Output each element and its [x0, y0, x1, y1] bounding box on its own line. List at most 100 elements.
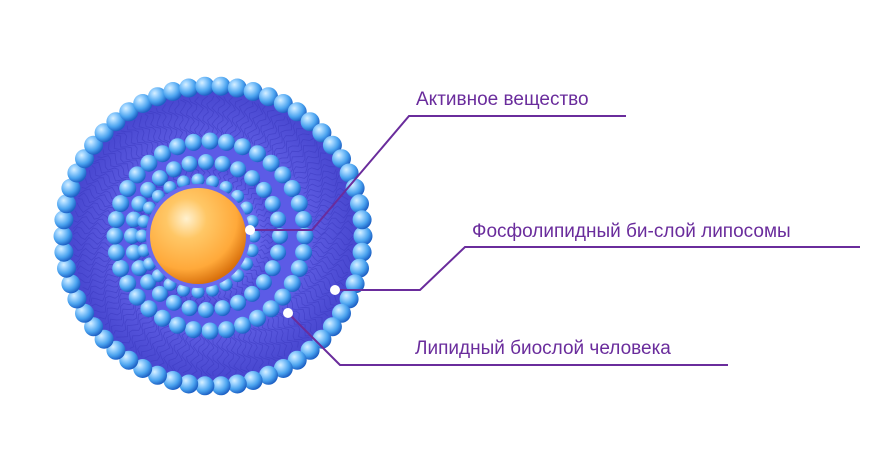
lipid-head [243, 371, 263, 390]
lipid-tail [144, 325, 170, 359]
lipid-head [140, 154, 158, 172]
outer-head-layer [53, 76, 373, 396]
lipid-tail [72, 220, 114, 231]
lipid-tail [296, 164, 335, 184]
lipid-tail [250, 328, 270, 365]
lipid-head [75, 303, 94, 323]
lipid-head [243, 82, 263, 101]
label-phospholipid-bilayer: Фосфолипидный би-слой липосомы [472, 221, 791, 242]
pointer-dot-human [283, 308, 293, 318]
leader-line-human [287, 312, 728, 366]
lipid-head [249, 145, 266, 163]
lipid-tail [115, 134, 143, 166]
lipid-tail [260, 239, 283, 245]
lipid-head [352, 242, 372, 262]
lipid-head [169, 316, 186, 334]
lipid-tail [126, 125, 154, 157]
lipid-head [353, 226, 373, 246]
lipid-head [322, 317, 342, 337]
lipid-tail [221, 335, 232, 376]
lipid-head [206, 283, 219, 297]
leader-line-bilayer [335, 246, 860, 291]
lipid-head [140, 300, 158, 318]
lipid-head [151, 170, 168, 187]
lipid-head [296, 227, 314, 245]
lipid-head [264, 260, 281, 277]
lipid-head [124, 228, 140, 244]
lipid-head [201, 322, 219, 340]
lipid-tail [250, 105, 267, 145]
lipid-head [230, 161, 247, 178]
lipid-head [245, 215, 259, 228]
lipid-head [112, 260, 130, 277]
lipid-head [106, 112, 126, 132]
lipid-tail [89, 170, 123, 195]
lipid-tail [242, 329, 259, 371]
lipid-tail [205, 335, 215, 377]
lipid-tail [190, 334, 202, 375]
lipid-tail [109, 298, 136, 331]
lipid-head [262, 154, 280, 172]
lipid-tail [77, 263, 119, 279]
lipid-tail [271, 118, 292, 156]
lipid-tail [232, 100, 250, 139]
lipid-tail [261, 115, 286, 149]
lipid-tail [72, 226, 114, 235]
lipid-tail [76, 254, 115, 269]
lipid-tail [311, 204, 350, 218]
lipid-head [140, 274, 157, 291]
lipid-tail [224, 97, 236, 138]
lipid-tail [110, 303, 140, 334]
lipid-head [350, 258, 369, 278]
lipid-head [332, 149, 351, 169]
lipid-tail [291, 297, 323, 324]
lipid-tail [290, 141, 318, 173]
lipid-tail [74, 246, 115, 258]
lipid-head [322, 135, 342, 155]
lipid-head [270, 244, 287, 261]
lipid-tail [179, 99, 193, 139]
lipid-tail [311, 250, 351, 263]
lipid-head [255, 181, 272, 198]
lipid-tail [174, 100, 188, 141]
lipid-head [244, 285, 261, 302]
lipid-head [177, 283, 190, 297]
lipid-head [274, 288, 292, 306]
lipid-tail [290, 298, 318, 331]
lipid-head [140, 181, 157, 198]
lipid-head [218, 133, 235, 151]
lipid-tail [228, 334, 244, 374]
lipid-tail [120, 130, 152, 158]
lipid-head [195, 376, 215, 396]
lipid-tail [75, 249, 115, 264]
lipid-head [107, 244, 125, 261]
lipid-tail [85, 178, 122, 197]
lipid-tail [188, 97, 202, 138]
leader-line-active [250, 115, 626, 231]
lipid-head [84, 317, 104, 337]
lipid-head [218, 321, 235, 339]
lipid-tail [248, 328, 264, 369]
lipid-head [332, 303, 351, 323]
lipid-head [345, 178, 365, 198]
lipid-tail [78, 192, 118, 208]
lipid-tail [159, 327, 177, 366]
lipid-head [211, 376, 231, 396]
lipid-head [119, 275, 137, 292]
lipid-tail [168, 101, 184, 142]
lipid-head [163, 371, 183, 390]
lipid-tail [233, 333, 248, 373]
pointer-dot-active [245, 225, 255, 235]
inner-outer-head-ring [106, 132, 314, 340]
lipid-head [148, 365, 167, 385]
lipid-head [148, 87, 167, 107]
lipid-tail [74, 210, 115, 222]
lipid-tail [312, 241, 353, 252]
lipid-tail [79, 188, 120, 204]
lipid-tail [116, 311, 149, 338]
lipid-head [273, 94, 293, 113]
lipid-head [128, 166, 146, 184]
lipid-tail [138, 115, 159, 154]
lipid-head [185, 321, 202, 339]
lipid-tail [311, 208, 351, 223]
